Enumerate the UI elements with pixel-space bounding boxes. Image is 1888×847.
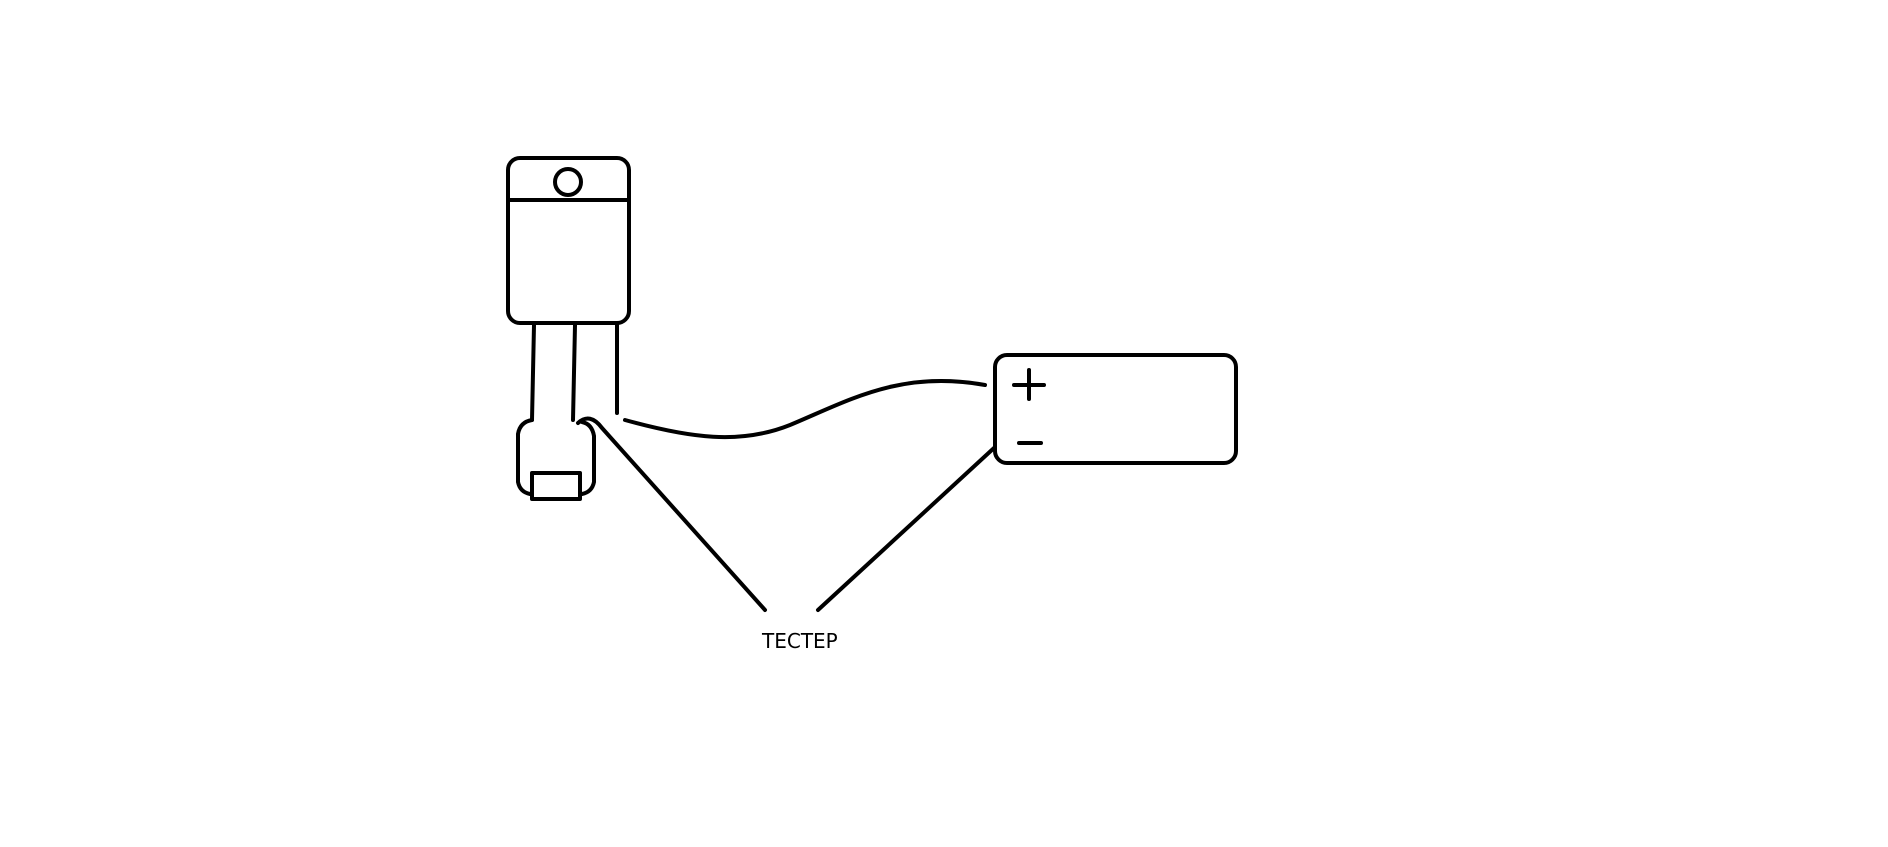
battery (993, 353, 1238, 465)
battery-body (993, 353, 1238, 465)
resistor-body (530, 471, 582, 501)
wire-tester-probe-right (816, 446, 996, 612)
wire-to-battery-plus (623, 379, 987, 440)
resistor-loop (516, 418, 596, 496)
transistor-leg-middle (571, 323, 577, 422)
wire-tester-probe-left (576, 416, 767, 612)
transistor-body (506, 156, 631, 325)
transistor-leg-left (530, 323, 536, 422)
tester-label: ТЕСТЕР (761, 629, 838, 653)
transistor-mount-hole (553, 167, 583, 197)
transistor (506, 156, 631, 422)
resistor (516, 418, 596, 501)
